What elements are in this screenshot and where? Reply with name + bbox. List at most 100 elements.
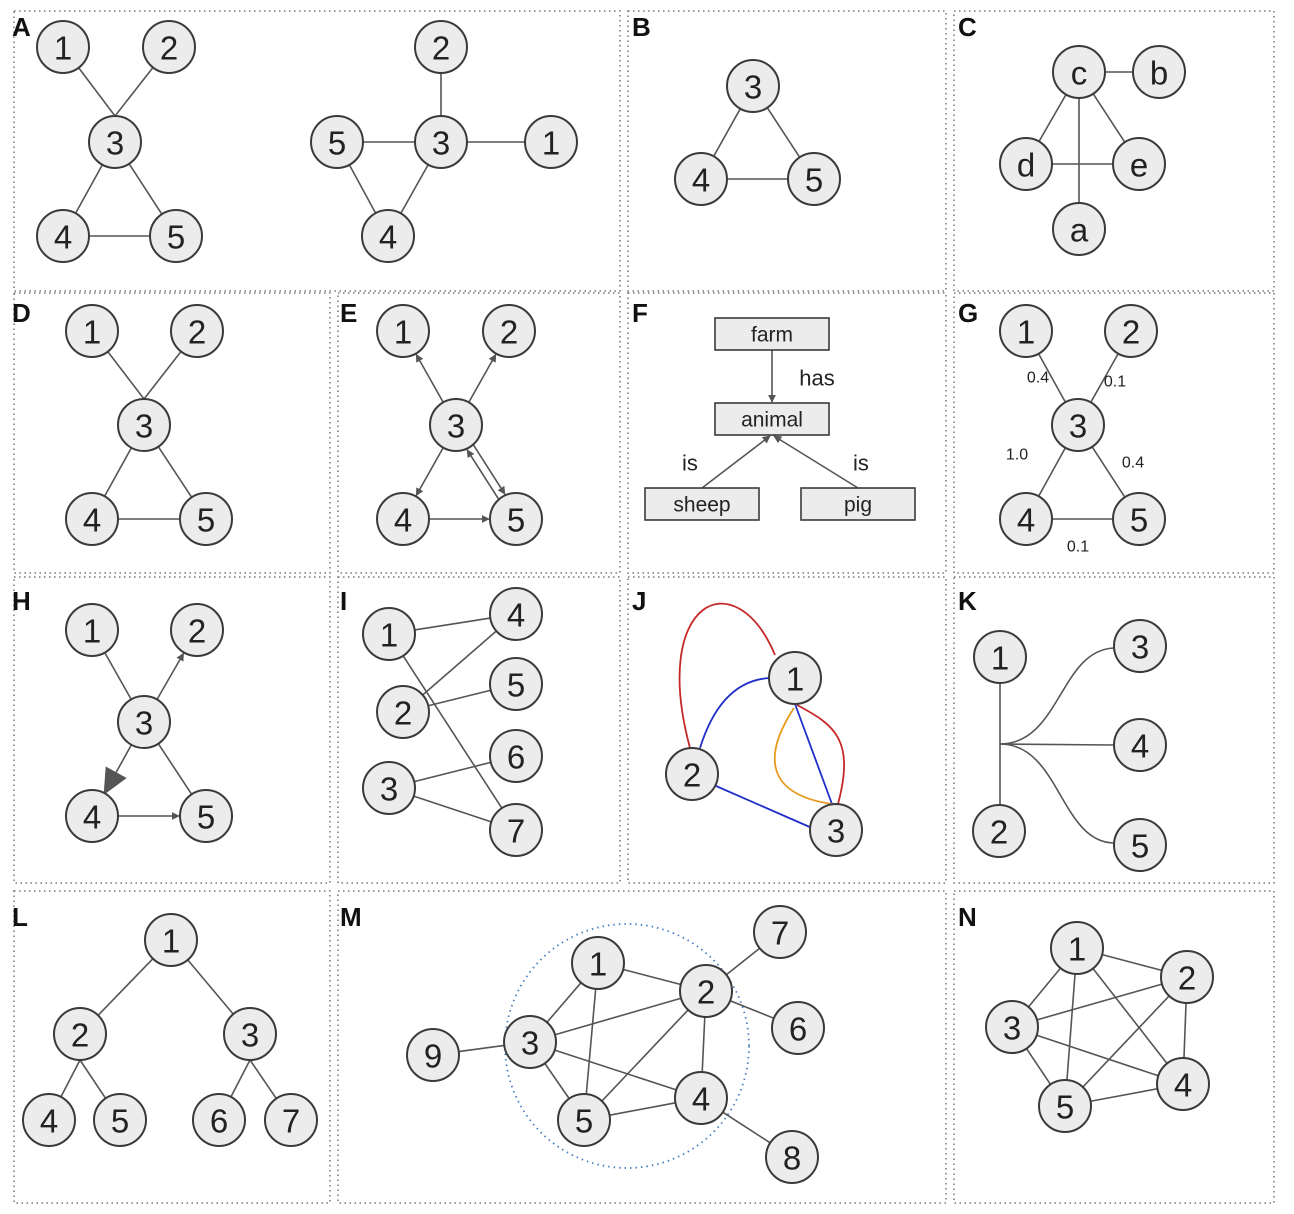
node-m-7-label: 7 [771,915,789,952]
edge-f-pig-animal [773,435,859,489]
panel-i-border [337,576,621,884]
node-l-7-label: 7 [282,1103,300,1140]
node-e-2: 2 [482,304,536,358]
node-a-5b-label: 5 [328,125,346,162]
node-h-3-circle [117,695,171,749]
box-sheep: sheep [644,487,760,521]
node-j-2-label: 2 [683,757,701,794]
edge-m-2-7 [725,947,761,976]
node-m-9-circle [406,1028,460,1082]
edge-d-3-5 [157,446,193,498]
node-b-4-label: 4 [692,162,710,199]
box-animal-rect [714,402,830,436]
node-d-3: 3 [117,398,171,452]
node-g-4-circle [999,492,1053,546]
node-l-3: 3 [223,1007,277,1061]
node-k-5: 5 [1113,818,1167,872]
node-e-4-circle [376,492,430,546]
edge-f-sheep-animal [701,435,771,489]
edge-a2-5-4 [348,164,377,214]
panel-k-border [953,576,1275,884]
node-d-1: 1 [65,304,119,358]
weight-label-35: 0.4 [1122,455,1144,472]
node-l-1-circle [144,913,198,967]
node-g-5-label: 5 [1130,502,1148,539]
node-a-4: 4 [36,209,90,263]
panel-e-letter: E [340,298,357,328]
node-k-3-label: 3 [1131,629,1149,666]
node-c-d-label: d [1017,147,1035,184]
node-a-4b: 4 [361,209,415,263]
node-d-3-label: 3 [135,408,153,445]
node-a-3-label: 3 [106,125,124,162]
panel-l-border [13,890,331,1204]
node-i-6-circle [489,729,543,783]
node-c-c-label: c [1071,55,1088,92]
node-l-6: 6 [192,1093,246,1147]
node-m-5-circle [557,1093,611,1147]
box-sheep-label: sheep [673,494,730,517]
node-d-4: 4 [65,492,119,546]
node-i-3-circle [362,761,416,815]
node-n-4: 4 [1156,1057,1210,1111]
node-i-3: 3 [362,761,416,815]
node-a-1-circle [36,20,90,74]
node-a-2-circle [142,20,196,74]
node-a-5b-circle [310,115,364,169]
panel-a-letter: A [12,12,31,42]
edge-c-c-e [1092,93,1126,143]
node-i-7-label: 7 [507,813,525,850]
node-j-3: 3 [809,803,863,857]
node-k-5-label: 5 [1131,828,1149,865]
node-e-2-label: 2 [500,314,518,351]
edge-j-1-3-orange [773,707,833,805]
node-m-2: 2 [679,964,733,1018]
node-a-2b-label: 2 [432,30,450,67]
panel-d-letter: D [12,298,31,328]
edge-i-3-6 [414,761,491,783]
edge-l-3-7 [249,1059,277,1099]
edge-n-1-5 [1066,973,1076,1081]
node-i-2: 2 [376,685,430,739]
node-e-1-label: 1 [394,314,412,351]
edge-g-2-3 [1090,353,1119,403]
node-a-3: 3 [88,115,142,169]
node-l-2: 2 [53,1007,107,1061]
node-n-5-circle [1038,1079,1092,1133]
node-l-6-circle [192,1093,246,1147]
node-j-1-label: 1 [786,661,804,698]
edge-m-3-4 [554,1049,677,1091]
node-e-1: 1 [376,304,430,358]
node-g-5: 5 [1112,492,1166,546]
edge-i-1-7 [402,655,503,809]
node-e-5: 5 [489,492,543,546]
node-d-5-circle [179,492,233,546]
relation-label-has: has [799,366,834,391]
panel-g-border [953,292,1275,574]
node-g-2-circle [1104,304,1158,358]
node-m-1-circle [571,936,625,990]
node-c-d-circle [999,137,1053,191]
edge-l-2-5 [79,1059,107,1099]
node-g-4-label: 4 [1017,502,1035,539]
node-g-4: 4 [999,492,1053,546]
node-l-4: 4 [22,1093,76,1147]
node-g-5-circle [1112,492,1166,546]
node-l-4-circle [22,1093,76,1147]
node-d-2-label: 2 [188,314,206,351]
node-k-1-label: 1 [991,640,1009,677]
panel-l-letter: L [12,902,28,932]
edge-m-1-3 [546,982,582,1023]
node-k-2-circle [972,804,1026,858]
node-i-6-label: 6 [507,739,525,776]
edge-i-1-4 [414,617,491,631]
edge-h-1-3 [104,652,132,700]
node-i-1: 1 [362,607,416,661]
node-e-5-label: 5 [507,502,525,539]
node-d-4-circle [65,492,119,546]
node-h-2: 2 [170,603,224,657]
relation-label-is2: is [853,451,869,476]
node-m-2-label: 2 [697,974,715,1011]
node-m-9: 9 [406,1028,460,1082]
